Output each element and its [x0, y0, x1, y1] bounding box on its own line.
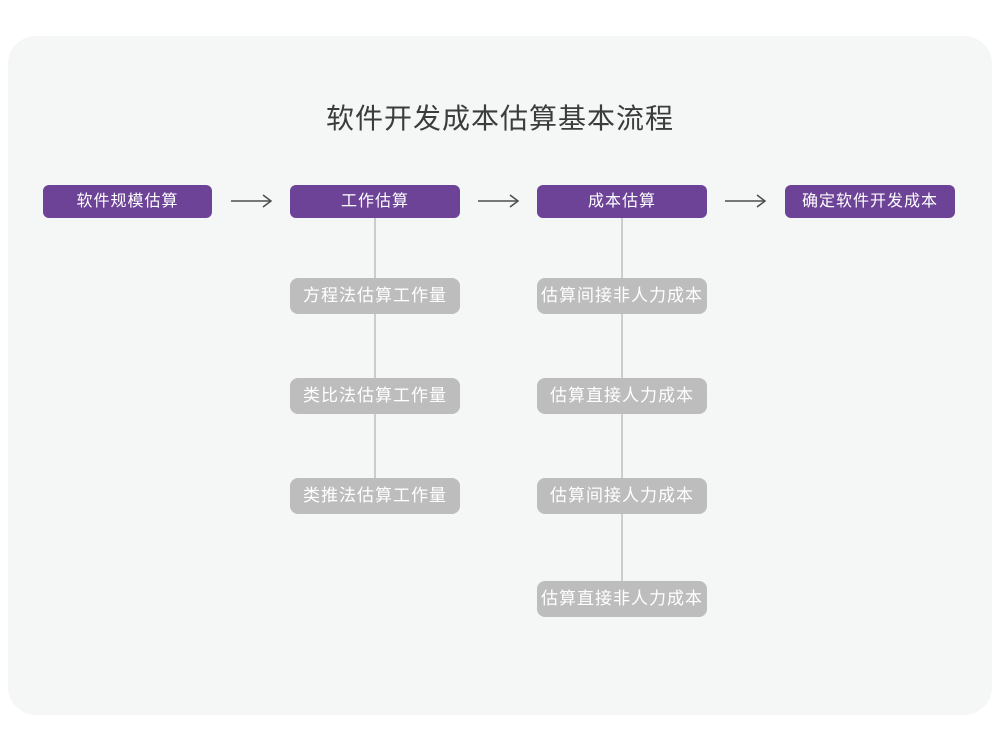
step-box-work-estimation: 工作估算 [290, 185, 460, 218]
arrow-right-icon [230, 193, 274, 209]
sub-box-analogy-method: 类比法估算工作量 [290, 378, 460, 414]
sub-box-direct-non-labor-cost: 估算直接非人力成本 [537, 581, 707, 617]
arrow-right-icon [724, 193, 768, 209]
step-box-determine-cost: 确定软件开发成本 [785, 185, 955, 218]
sub-box-direct-labor-cost: 估算直接人力成本 [537, 378, 707, 414]
arrow-right-icon [477, 193, 521, 209]
step-box-cost-estimation: 成本估算 [537, 185, 707, 218]
page-title: 软件开发成本估算基本流程 [325, 103, 674, 134]
flowchart-card [8, 36, 992, 715]
step-box-scale-estimation: 软件规模估算 [43, 185, 212, 218]
sub-box-equation-method: 方程法估算工作量 [290, 278, 460, 314]
sub-box-indirect-non-labor-cost: 估算间接非人力成本 [537, 278, 707, 314]
sub-box-indirect-labor-cost: 估算间接人力成本 [537, 478, 707, 514]
connector-line-work [374, 218, 376, 480]
sub-box-extrapolation-method: 类推法估算工作量 [290, 478, 460, 514]
